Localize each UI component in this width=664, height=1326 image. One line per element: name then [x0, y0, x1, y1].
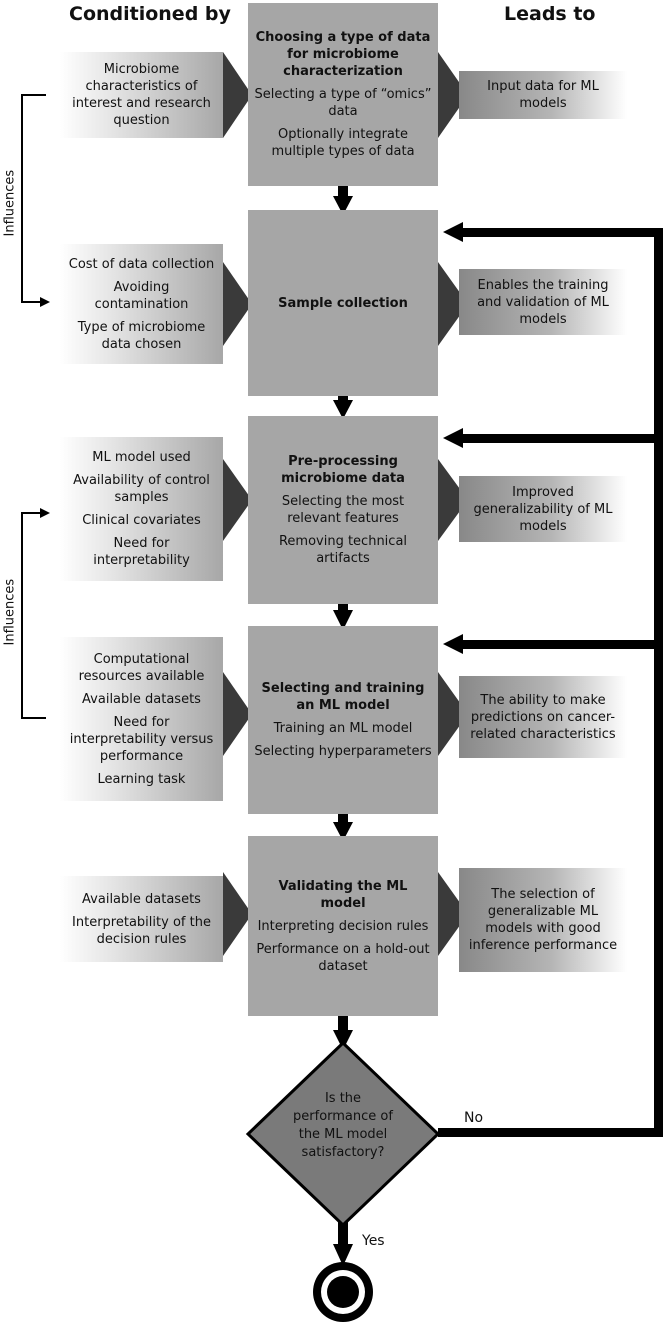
- leads-to-box: Improved generalizability of ML models: [459, 476, 627, 542]
- stage-item: Removing technical artifacts: [278, 534, 408, 566]
- condition-item: Need for interpretability versus perform…: [69, 714, 214, 764]
- outcome-text: Enables the training and validation of M…: [477, 277, 609, 327]
- conditioned-by-header: Conditioned by: [69, 3, 231, 25]
- condition-item: Learning task: [97, 771, 186, 787]
- end-node-icon: [313, 1262, 373, 1322]
- influence-bracket-top: [21, 94, 46, 303]
- conditioned-by-box: ML model used Availability of control sa…: [60, 437, 223, 581]
- leads-to-box: The selection of generalizable ML models…: [459, 868, 627, 972]
- chevron-right-icon: [438, 262, 468, 346]
- condition-item: Cost of data collection: [68, 256, 215, 272]
- chevron-right-icon: [223, 672, 252, 756]
- chevron-right-icon: [223, 872, 252, 956]
- stage-box: Validating the ML model Interpreting dec…: [248, 836, 438, 1016]
- decision-diamond: [245, 1040, 441, 1228]
- chevron-right-icon: [438, 52, 468, 138]
- arrowhead-icon: [40, 508, 50, 518]
- chevron-right-icon: [438, 459, 468, 541]
- conditioned-by-box: Microbiome characteristics of interest a…: [60, 52, 223, 138]
- outcome-text: Input data for ML models: [487, 79, 599, 111]
- stage-box: Pre-processing microbiome data Selecting…: [248, 416, 438, 604]
- leads-to-box: Enables the training and validation of M…: [459, 269, 627, 335]
- stage-item: Selecting hyperparameters: [254, 744, 432, 759]
- leads-to-box: Input data for ML models: [459, 71, 627, 119]
- stage-box: Choosing a type of data for microbiome c…: [248, 3, 438, 186]
- down-arrow-icon: [333, 808, 353, 841]
- condition-item: Interpretability of the decision rules: [72, 914, 211, 947]
- leads-to-header: Leads to: [504, 3, 596, 25]
- stage-item: Training an ML model: [273, 721, 413, 736]
- influences-label: Influences: [2, 578, 18, 646]
- stage-box: Selecting and training an ML model Train…: [248, 626, 438, 814]
- conditioned-by-box: Cost of data collection Avoiding contami…: [60, 244, 223, 364]
- stage-item: Optionally integrate multiple types of d…: [271, 127, 415, 159]
- down-arrow-icon: [333, 1222, 353, 1266]
- condition-item: Need for interpretability: [93, 536, 190, 568]
- influences-label: Influences: [2, 169, 18, 237]
- stage-item: Interpreting decision rules: [257, 918, 429, 934]
- influence-bracket-bottom: [21, 512, 46, 719]
- conditioned-by-box: Available datasets Interpretability of t…: [60, 876, 223, 962]
- condition-item: Availability of control samples: [73, 473, 210, 505]
- outcome-text: Improved generalizability of ML models: [473, 484, 613, 534]
- down-arrow-icon: [333, 1014, 353, 1050]
- stage-title: Choosing a type of data for microbiome c…: [255, 30, 431, 79]
- chevron-right-icon: [223, 52, 252, 138]
- decision-question: Is the performance of the ML model satis…: [293, 1091, 393, 1160]
- condition-item: Microbiome characteristics of interest a…: [72, 62, 211, 128]
- condition-item: Type of microbiome data chosen: [77, 319, 206, 352]
- arrowhead-icon: [40, 297, 50, 307]
- condition-item: ML model used: [92, 450, 191, 465]
- down-arrow-icon: [333, 596, 353, 630]
- feedback-loop: [438, 222, 663, 1137]
- stage-title: Validating the ML model: [278, 878, 408, 911]
- chevron-right-icon: [438, 872, 468, 956]
- down-arrow-icon: [333, 182, 353, 215]
- stage-title: Pre-processing microbiome data: [281, 454, 405, 486]
- stage-item: Selecting the most relevant features: [281, 494, 405, 526]
- chevron-right-icon: [223, 262, 252, 346]
- outcome-text: The ability to make predictions on cance…: [470, 692, 616, 742]
- outcome-text: The selection of generalizable ML models…: [468, 887, 618, 953]
- leads-to-box: The ability to make predictions on cance…: [459, 676, 627, 758]
- yes-label: Yes: [362, 1233, 385, 1249]
- stage-title: Sample collection: [278, 295, 408, 311]
- chevron-right-icon: [223, 459, 252, 541]
- stage-box: Sample collection: [248, 210, 438, 396]
- conditioned-by-box: Computational resources available Availa…: [60, 637, 223, 801]
- condition-item: Computational resources available: [78, 651, 205, 684]
- condition-item: Available datasets: [82, 891, 201, 907]
- stage-title: Selecting and training an ML model: [261, 681, 425, 713]
- no-label: No: [464, 1110, 484, 1126]
- chevron-right-icon: [438, 672, 468, 756]
- condition-item: Avoiding contamination: [94, 279, 189, 312]
- condition-item: Available datasets: [82, 691, 201, 707]
- condition-item: Clinical covariates: [82, 513, 201, 528]
- stage-item: Selecting a type of “omics” data: [254, 87, 432, 119]
- stage-item: Performance on a hold-out dataset: [256, 941, 430, 974]
